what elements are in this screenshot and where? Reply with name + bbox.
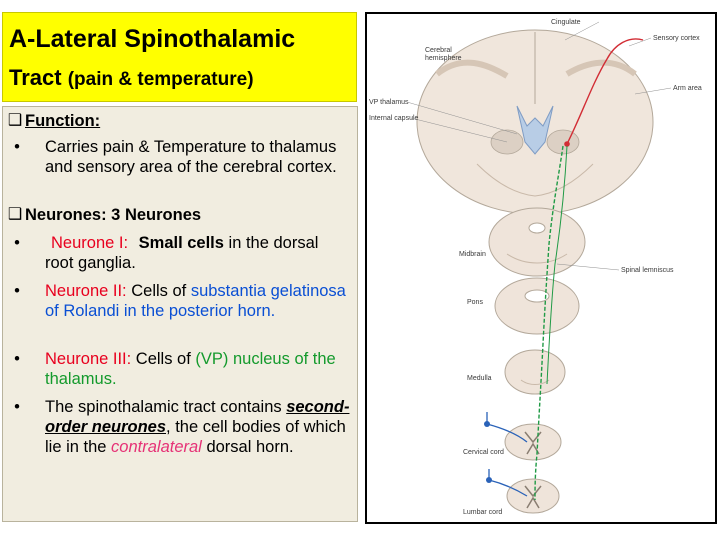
slide-title-box: A-Lateral Spinothalamic Tract (pain & te… xyxy=(2,12,357,102)
brain-coronal-section xyxy=(416,29,654,215)
content-box: ❑ Function: • Carries pain & Temperature… xyxy=(2,106,358,522)
pons-section xyxy=(494,277,580,335)
function-text: Carries pain & Temperature to thalamus a… xyxy=(45,138,337,176)
neurone2-label: Neurone II: xyxy=(45,282,127,300)
note-part3: dorsal horn. xyxy=(201,438,294,456)
label-cingulate: Cingulate xyxy=(551,19,581,26)
bullet-icon: • xyxy=(14,138,20,156)
label-vp-thalamus: VP thalamus xyxy=(369,99,409,106)
title-main: Tract xyxy=(9,65,62,90)
label-cerebral-hemisphere-2: hemisphere xyxy=(425,55,462,62)
spinothalamic-tract-line xyxy=(534,145,564,501)
lumbar-cord-section xyxy=(506,478,560,514)
label-spinal-lemniscus: Spinal lemniscus xyxy=(621,267,674,274)
neurone3-plain: Cells of xyxy=(131,350,196,368)
diagram-svg: Cingulate Sensory cortex Cerebral hemisp… xyxy=(369,19,702,516)
label-pons: Pons xyxy=(467,299,483,306)
spinothalamic-note: The spinothalamic tract contains second-… xyxy=(45,397,351,457)
label-midbrain: Midbrain xyxy=(459,251,486,258)
neurone1-bold: Small cells xyxy=(138,234,224,252)
note-part2: , the cell bodies of which lie in the xyxy=(45,418,346,456)
neurone1-rest: in the dorsal root ganglia. xyxy=(45,234,319,272)
function-heading: Function: xyxy=(25,112,101,130)
neurone2-text: Neurone II: Cells of substantia gelatino… xyxy=(45,281,351,321)
label-internal-capsule: Internal capsule xyxy=(369,115,419,122)
checkbox-bullet-icon: ❑ xyxy=(7,112,23,129)
neurone2-blue: substantia gelatinosa of Rolandi in the … xyxy=(45,282,346,320)
label-medulla: Medulla xyxy=(467,375,492,382)
neurone3-green: (VP) nucleus of the thalamus. xyxy=(45,350,336,388)
title-sub: (pain & temperature) xyxy=(67,69,254,90)
vp-thalamus-nucleus xyxy=(564,141,570,147)
thalamocortical-projection xyxy=(566,38,644,145)
bullet-icon: • xyxy=(14,234,20,252)
slide-title-line2: Tract (pain & temperature) xyxy=(9,65,254,91)
neurone3-label: Neurone III: xyxy=(45,350,132,368)
slide-title-line1: A-Lateral Spinothalamic xyxy=(9,25,296,53)
neurones-heading: Neurones: 3 Neurones xyxy=(25,206,202,224)
label-cerebral-hemisphere-1: Cerebral xyxy=(425,47,452,54)
note-contralateral: contralateral xyxy=(111,438,202,456)
first-order-neurones xyxy=(484,412,528,497)
label-sensory-cortex: Sensory cortex xyxy=(653,35,700,42)
medulla-section xyxy=(504,349,566,395)
checkbox-bullet-icon: ❑ xyxy=(7,206,23,223)
label-leader-lines xyxy=(406,21,672,271)
spinothalamic-tract-line-2 xyxy=(546,145,568,385)
note-part1: The spinothalamic tract contains xyxy=(45,398,287,416)
neurone2-plain: Cells of xyxy=(126,282,191,300)
neurone1-text: Neurone I: Small cells in the dorsal roo… xyxy=(45,233,351,273)
bullet-icon: • xyxy=(14,398,20,416)
note-emphasis: second-order neurones xyxy=(45,398,350,436)
bullet-icon: • xyxy=(14,350,20,368)
cervical-cord-section xyxy=(504,423,562,461)
neurone1-label: Neurone I: xyxy=(51,234,129,252)
label-arm-area: Arm area xyxy=(673,85,702,92)
label-cervical-cord: Cervical cord xyxy=(463,449,504,456)
bullet-icon: • xyxy=(14,282,20,300)
neurone3-text: Neurone III: Cells of (VP) nucleus of th… xyxy=(45,349,351,389)
midbrain-section xyxy=(488,207,586,277)
spinothalamic-tract-diagram: Cingulate Sensory cortex Cerebral hemisp… xyxy=(365,12,717,524)
label-lumbar-cord: Lumbar cord xyxy=(463,509,502,516)
